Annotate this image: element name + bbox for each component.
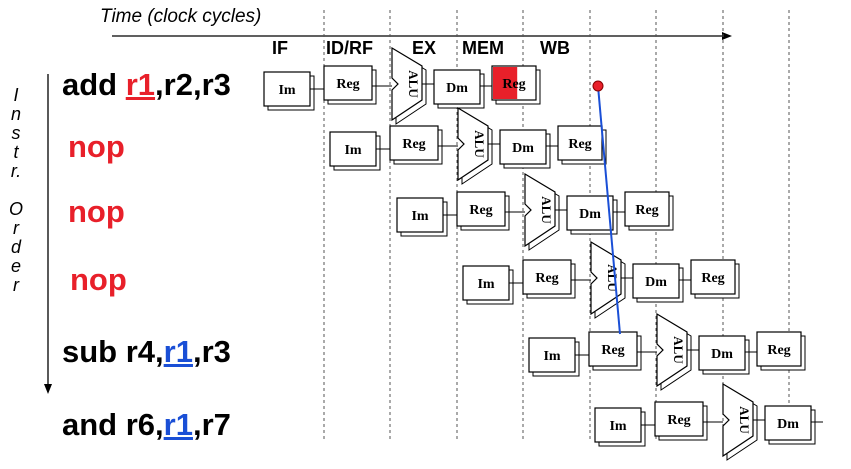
nop-text: nop <box>68 129 125 164</box>
instruction-text: ,r3 <box>192 334 231 369</box>
order-letter: e <box>10 256 21 276</box>
reg-write-box: Reg <box>624 191 674 231</box>
alu-unit: ALU <box>524 172 560 251</box>
dm-box-label: Dm <box>579 207 601 222</box>
order-letter: n <box>10 104 21 124</box>
order-letter: d <box>10 237 21 257</box>
alu-label: ALU <box>671 336 686 364</box>
alu-label: ALU <box>539 196 554 224</box>
time-axis-label: Time (clock cycles) <box>100 6 262 27</box>
order-letter: r <box>13 218 19 238</box>
reg-read-box-label: Reg <box>667 413 690 428</box>
im-box-label: Im <box>543 349 560 364</box>
reg-read-box: Reg <box>654 401 708 441</box>
time-axis-arrowhead <box>722 32 732 40</box>
dm-box-label: Dm <box>777 417 799 432</box>
forwarding-line <box>597 85 621 335</box>
dm-box-label: Dm <box>645 275 667 290</box>
instruction-row: nop <box>68 130 125 164</box>
instruction-row: nop <box>70 263 127 297</box>
reg-write-box-label: Reg <box>767 343 790 358</box>
im-box-label: Im <box>411 209 428 224</box>
instruction-text: ,r7 <box>192 407 231 442</box>
alu-label: ALU <box>737 406 752 434</box>
reg-read-box-label: Reg <box>402 137 425 152</box>
stage-label-if: IF <box>272 38 288 58</box>
stage-label-ex: EX <box>412 38 437 58</box>
reg-write-box: Reg <box>690 259 740 299</box>
im-box: Im <box>396 197 448 237</box>
nop-text: nop <box>70 262 127 297</box>
reg-read-box-label: Reg <box>469 203 492 218</box>
alu-unit: ALU <box>391 46 427 125</box>
dm-box: Dm <box>632 263 684 303</box>
reg-read-box-label: Reg <box>336 77 359 92</box>
im-box: Im <box>462 265 514 305</box>
reg-write-box: Reg <box>557 125 607 165</box>
order-letter: I <box>13 85 19 105</box>
reg-read-box: Reg <box>389 125 443 165</box>
dm-box: Dm <box>433 69 485 109</box>
dm-box: Dm <box>698 335 750 375</box>
instruction-text: sub r4, <box>62 334 164 369</box>
nop-text: nop <box>68 194 125 229</box>
im-box: Im <box>263 71 315 111</box>
alu-unit: ALU <box>590 240 626 319</box>
order-arrowhead <box>44 384 52 394</box>
order-letter: r. <box>10 161 22 181</box>
alu-label: ALU <box>472 130 487 158</box>
reg-write-box-label: Reg <box>568 137 591 152</box>
im-box: Im <box>594 407 646 447</box>
order-letter: s <box>11 123 21 143</box>
reg-write-box-label: Reg <box>701 271 724 286</box>
dm-box: Dm <box>499 129 551 169</box>
im-box: Im <box>329 131 381 171</box>
register-operand: r1 <box>163 407 193 442</box>
reg-read-box-label: Reg <box>601 343 624 358</box>
reg-read-box: Reg <box>456 191 510 231</box>
register-operand: r1 <box>125 67 156 102</box>
order-letter: r <box>13 275 19 295</box>
dm-box-label: Dm <box>446 81 468 96</box>
dm-box: Dm <box>764 405 816 445</box>
stage-label-wb: WB <box>540 38 570 58</box>
im-box: Im <box>528 337 580 377</box>
alu-unit: ALU <box>457 106 493 185</box>
reg-write-box: Reg <box>756 331 806 371</box>
im-box-label: Im <box>344 143 361 158</box>
reg-write-box: Reg <box>491 65 541 105</box>
instruction-text: add <box>62 67 126 102</box>
instruction-text: ,r2,r3 <box>155 67 231 102</box>
dm-box-label: Dm <box>711 347 733 362</box>
alu-label: ALU <box>605 264 620 292</box>
reg-read-box: Reg <box>323 65 377 105</box>
register-operand: r1 <box>163 334 193 369</box>
instruction-row: nop <box>68 195 125 229</box>
instruction-text: and r6, <box>62 407 164 442</box>
im-box-label: Im <box>278 83 295 98</box>
reg-read-box: Reg <box>522 259 576 299</box>
reg-write-box-label: Reg <box>502 77 525 92</box>
reg-read-box: Reg <box>588 331 642 371</box>
alu-unit: ALU <box>722 382 758 461</box>
alu-unit: ALU <box>656 312 692 391</box>
instruction-row: and r6,r1,r7 <box>62 408 231 442</box>
im-box-label: Im <box>609 419 626 434</box>
write-point-dot <box>592 80 604 92</box>
im-box-label: Im <box>477 277 494 292</box>
instruction-row: add r1,r2,r3 <box>62 68 231 102</box>
dm-box-label: Dm <box>512 141 534 156</box>
reg-read-box-label: Reg <box>535 271 558 286</box>
alu-label: ALU <box>406 70 421 98</box>
reg-write-box-label: Reg <box>635 203 658 218</box>
stage-label-mem: MEM <box>462 38 504 58</box>
stage-label-id-rf: ID/RF <box>326 38 373 58</box>
instruction-row: sub r4,r1,r3 <box>62 335 231 369</box>
order-letter: t <box>13 142 19 162</box>
order-letter: O <box>8 199 23 219</box>
